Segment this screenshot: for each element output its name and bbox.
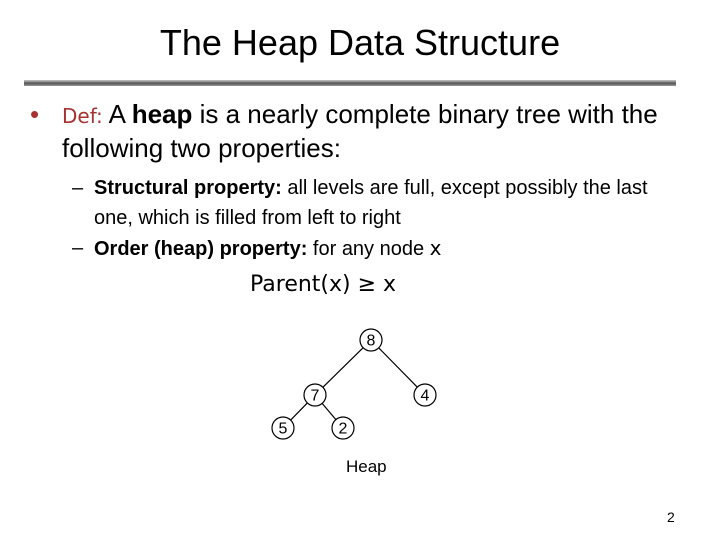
def-label: Def: bbox=[62, 104, 103, 128]
dash-marker: – bbox=[72, 237, 84, 259]
tree-node-circle bbox=[359, 328, 383, 352]
structural-property-body: all levels are full, except possibly the… bbox=[94, 177, 648, 229]
slide-title: The Heap Data Structure bbox=[159, 22, 561, 63]
structural-property-item: – Structural property: all levels are fu… bbox=[72, 173, 692, 233]
order-property-text: Order (heap) property: for any node x bbox=[94, 233, 692, 264]
heap-order-formula: Parent(x) ≥ x bbox=[250, 272, 397, 297]
tree-caption: Heap bbox=[346, 457, 387, 476]
tree-edge-left-to-left-right bbox=[321, 402, 337, 421]
tree-node-value: 2 bbox=[339, 421, 348, 438]
tree-node-circle bbox=[331, 416, 355, 440]
order-property-item: – Order (heap) property: for any node x bbox=[72, 233, 692, 264]
order-property-body: for any node bbox=[307, 238, 430, 260]
structural-property-text: Structural property: all levels are full… bbox=[94, 173, 692, 233]
definition-text-2: is a nearly complete binary tree with th… bbox=[62, 99, 658, 163]
order-property-heading: Order (heap) property: bbox=[94, 238, 308, 260]
tree-edges bbox=[290, 347, 418, 421]
bullet-marker: • bbox=[30, 99, 40, 129]
tree-nodes: 8 7 4 5 2 bbox=[271, 328, 437, 440]
tree-node-left-right: 2 bbox=[331, 416, 355, 440]
tree-node-left-left: 5 bbox=[271, 416, 295, 440]
tree-node-root: 8 bbox=[359, 328, 383, 352]
page-number: 2 bbox=[667, 509, 675, 525]
definition-bullet: • Def: A heap is a nearly complete binar… bbox=[30, 98, 690, 164]
tree-node-value: 4 bbox=[421, 388, 430, 405]
structural-property-heading: Structural property: bbox=[94, 177, 282, 199]
heap-keyword: heap bbox=[131, 99, 193, 129]
tree-edge-left-to-left-left bbox=[290, 402, 308, 421]
node-variable: x bbox=[429, 236, 442, 260]
tree-node-circle bbox=[303, 383, 327, 407]
tree-node-value: 7 bbox=[311, 388, 320, 405]
tree-edge-root-to-left bbox=[322, 347, 364, 388]
tree-node-circle bbox=[271, 416, 295, 440]
definition-text-1: A bbox=[102, 99, 132, 129]
title-divider bbox=[24, 80, 676, 86]
dash-marker: – bbox=[72, 177, 84, 199]
tree-node-right: 4 bbox=[413, 383, 437, 407]
tree-node-left: 7 bbox=[303, 383, 327, 407]
tree-node-circle bbox=[413, 383, 437, 407]
tree-node-value: 5 bbox=[279, 421, 288, 438]
definition-text: Def: A heap is a nearly complete binary … bbox=[62, 98, 690, 164]
tree-edge-root-to-right bbox=[378, 347, 418, 388]
tree-node-value: 8 bbox=[367, 333, 376, 350]
